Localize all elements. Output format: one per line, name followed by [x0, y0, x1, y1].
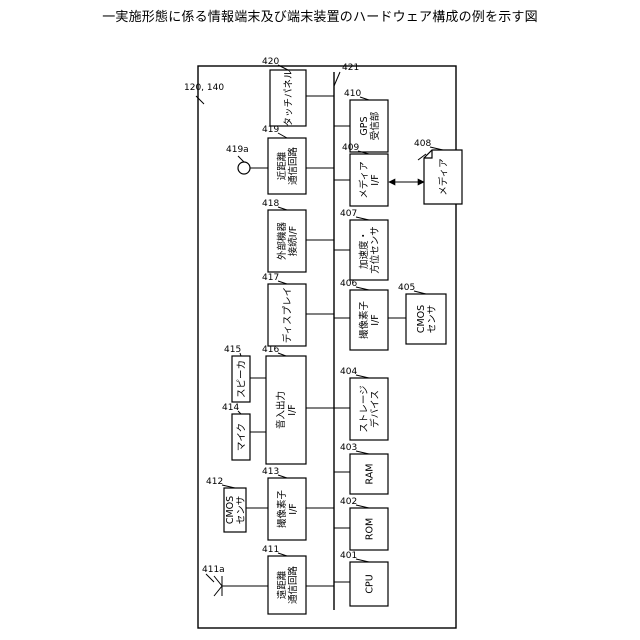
block-ref: 417 — [262, 273, 279, 283]
block-audio-io: 音入出力I/F416 — [262, 345, 306, 464]
block-label: ROM — [365, 518, 376, 540]
block-label: 遠距離通信回路 — [276, 566, 299, 605]
block-label: ストレージデバイス — [359, 385, 381, 432]
block-mic: マイク 414 — [222, 403, 250, 460]
block-ref-leader — [278, 133, 287, 138]
block-label: 外部機器接続I/F — [276, 222, 299, 261]
block-ext-if: 外部機器接続I/F 418 — [262, 199, 306, 272]
block-ref: 419 — [262, 125, 279, 135]
antenna-icon — [206, 574, 268, 596]
bus-ref-label: 421 — [342, 63, 359, 73]
block-touch-panel: タッチパネル 420 — [262, 57, 306, 127]
block-ref: 407 — [340, 209, 357, 219]
block-ref: 402 — [340, 497, 357, 507]
block-label: スピーカ — [237, 360, 248, 398]
block-accel: 加速度・方位センサ407 — [340, 209, 388, 280]
antenna-long-ref: 411a — [202, 565, 225, 575]
block-ref: 413 — [262, 467, 279, 477]
block-imaging-if-1: 撮像素子I/F413 — [262, 467, 306, 540]
antenna-short-ref: 419a — [226, 145, 249, 155]
block-ref: 415 — [224, 345, 241, 355]
block-ram: RAM 403 — [340, 443, 388, 494]
block-cmos-1: CMOSセンサ412 — [206, 477, 247, 532]
block-cmos-2: CMOSセンサ 405 — [398, 283, 446, 344]
block-ref: 411 — [262, 545, 279, 555]
block-ref: 401 — [340, 551, 357, 561]
block-ref: 409 — [342, 143, 359, 153]
block-storage: ストレージデバイス404 — [340, 367, 388, 440]
short-range-antenna-icon — [238, 156, 268, 174]
block-nfc: 近距離通信回路 419 — [262, 125, 306, 194]
block-display: ディスプレイ417 — [262, 273, 306, 346]
block-ref: 418 — [262, 199, 279, 209]
block-label: マイク — [237, 423, 248, 451]
block-label: タッチパネル — [284, 69, 295, 127]
block-wan: 遠距離通信回路 411 — [262, 545, 306, 614]
block-ref: 416 — [262, 345, 279, 355]
bus-ref-leader — [334, 72, 340, 86]
block-label: CMOSセンサ — [225, 496, 247, 525]
right-connectors — [334, 126, 350, 582]
block-label: ディスプレイ — [282, 287, 294, 343]
block-label: RAM — [365, 464, 376, 485]
block-ref: 403 — [340, 443, 357, 453]
block-imaging-if-2: 撮像素子I/F406 — [340, 279, 388, 350]
block-label: 近距離通信回路 — [276, 147, 299, 186]
block-ref: 404 — [340, 367, 357, 377]
block-ref: 420 — [262, 57, 279, 67]
device-ref-leader — [196, 96, 204, 104]
block-rom: ROM 402 — [340, 497, 388, 550]
block-ref: 405 — [398, 283, 415, 293]
block-ref: 412 — [206, 477, 223, 487]
block-label: メディア — [438, 158, 450, 195]
block-ref: 408 — [414, 139, 431, 149]
block-ref: 410 — [344, 89, 361, 99]
block-speaker: スピーカ 415 — [224, 345, 250, 402]
left-connectors — [306, 96, 334, 586]
block-label: CMOSセンサ — [416, 305, 438, 334]
block-ref: 414 — [222, 403, 239, 413]
device-ref-label: 120, 140 — [184, 83, 224, 93]
block-label: CPU — [365, 574, 376, 593]
block-cpu: CPU 401 — [340, 551, 388, 606]
block-media: メディア 408 — [414, 139, 462, 204]
block-ref: 406 — [340, 279, 357, 289]
block-label: 加速度・方位センサ — [358, 226, 381, 274]
